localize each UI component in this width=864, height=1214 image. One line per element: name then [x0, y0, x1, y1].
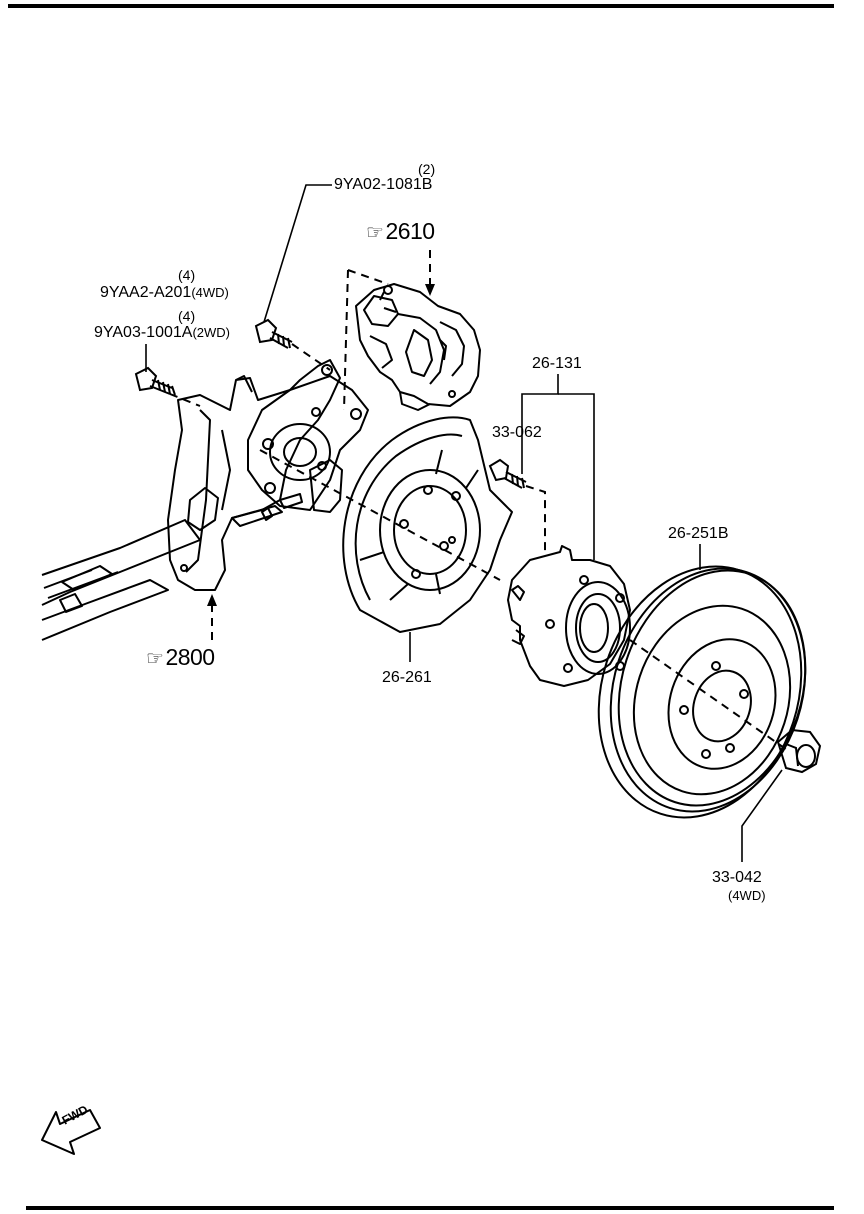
- brake-disc: [597, 565, 807, 819]
- knuckle-bolt-4wd-note: (4WD): [191, 285, 229, 300]
- arrow-heads: [207, 284, 435, 606]
- pointing-hand-icon: ☞: [146, 648, 164, 670]
- caliper-bolt-qty: (2): [418, 161, 436, 177]
- hub-nut: [776, 728, 822, 774]
- knuckle-bolt-2wd-qty: (4): [178, 308, 196, 324]
- bottom-border: [26, 1206, 834, 1210]
- dust-shield: [342, 416, 513, 633]
- hub-assembly-number: 26-131: [532, 355, 582, 372]
- knuckle-bolt-4wd-number: 9YAA2-A201: [100, 284, 192, 301]
- hub-nut-number: 33-042: [712, 869, 762, 886]
- brake-caliper: [355, 283, 481, 411]
- brake-disc-number: 26-251B: [668, 525, 729, 542]
- fwd-arrow-icon: [41, 1109, 101, 1155]
- knuckle-bolt: [134, 366, 176, 396]
- leader-lines: [145, 184, 783, 862]
- hub-bolt-number: 33-062: [492, 424, 542, 441]
- top-border: [8, 4, 834, 8]
- pointing-hand-icon: ☞: [366, 222, 384, 244]
- dust-shield-number: 26-261: [382, 669, 432, 686]
- knuckle-ref-number: 2800: [165, 644, 215, 670]
- knuckle-bolt-4wd: 9YAA2-A201(4WD): [100, 285, 229, 301]
- caliper-bolt-number: 9YA02-1081B: [334, 176, 433, 193]
- caliper-bolt: [254, 318, 293, 349]
- hub-assembly: [507, 545, 631, 687]
- knuckle-ref: ☞2800: [146, 644, 215, 670]
- knuckle-assembly: [41, 359, 369, 641]
- knuckle-bolt-2wd-number: 9YA03-1001A: [94, 324, 193, 341]
- knuckle-bolt-2wd-note: (2WD): [192, 325, 230, 340]
- hub-nut-note: (4WD): [728, 888, 766, 903]
- assembly-lines: [169, 250, 791, 753]
- caliper-ref: ☞2610: [366, 218, 435, 244]
- hub-bolt: [488, 458, 527, 489]
- knuckle-bolt-4wd-qty: (4): [178, 267, 196, 283]
- knuckle-bolt-2wd: 9YA03-1001A(2WD): [94, 325, 230, 341]
- caliper-ref-number: 2610: [385, 218, 435, 244]
